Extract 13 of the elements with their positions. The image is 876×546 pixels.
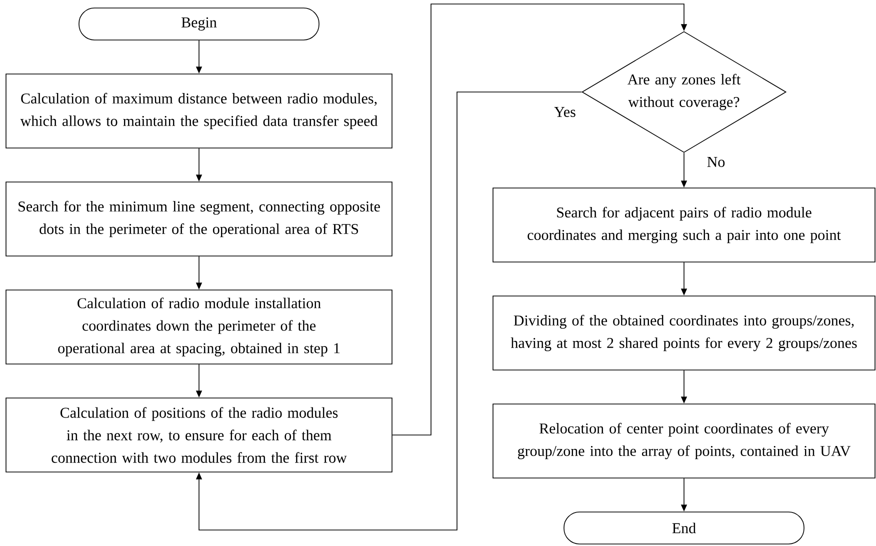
arrow (196, 92, 582, 530)
process-box: Search for the minimum line segment, connecting opposite dots in the perimeter of the operational area of RTS (6, 182, 392, 256)
process-box: Relocation of center point coordinates of every group/zone into the array of points, contained in UAV (492, 404, 876, 478)
process-box: Calculation of radio module installation coordinates down the perimeter of the operational area at spacing, obtained in step 1 (6, 290, 392, 364)
process-box: Calculation of positions of the radio modules in the next row, to ensure for each of them connection with two modules from the first row (6, 398, 392, 472)
terminal-box: Begin (78, 8, 320, 40)
arrow (392, 4, 688, 436)
edge-label: Yes (553, 106, 577, 118)
process-box: Dividing of the obtained coordinates into groups/zones, having at most 2 shared points for every 2 groups/zones (492, 296, 876, 370)
edge-label: No (706, 156, 726, 168)
process-box: Search for adjacent pairs of radio module coordinates and merging such a pair into one point (492, 188, 876, 262)
process-box: Calculation of maximum distance between radio modules, which allows to maintain the specified data transfer speed (6, 74, 392, 148)
terminal-box: End (564, 512, 804, 544)
